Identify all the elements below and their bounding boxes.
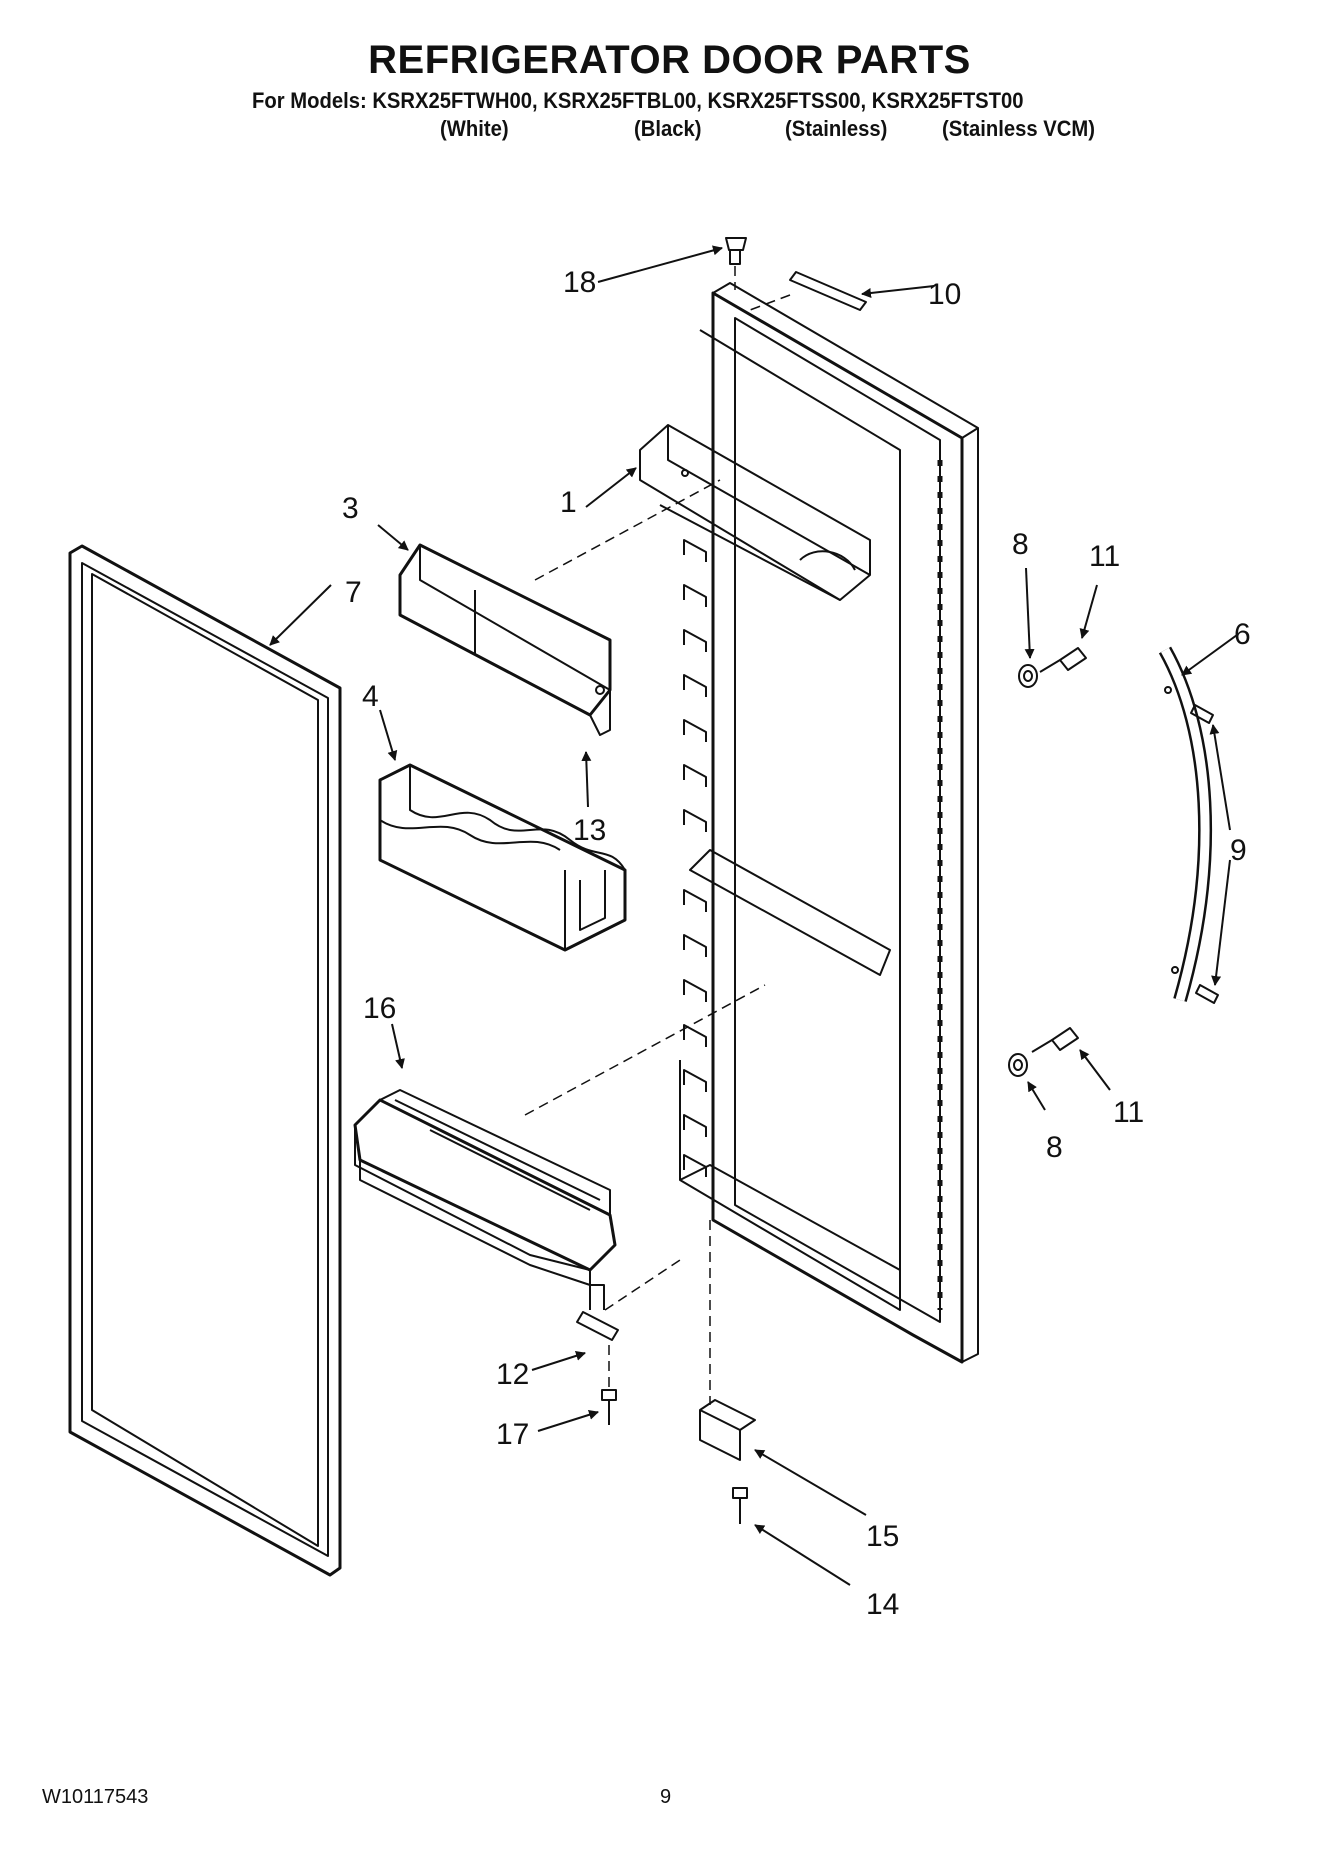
callout-8-top: 8 (1012, 528, 1029, 561)
callout-10: 10 (928, 278, 961, 311)
callout-17: 17 (496, 1418, 529, 1451)
document-number: W10117543 (42, 1786, 149, 1808)
callout-8-bottom: 8 (1046, 1131, 1063, 1164)
door-handle-part (1158, 646, 1212, 1002)
finish-stainless-vcm: (Stainless VCM) (942, 116, 1095, 141)
hinge-bracket-part (699, 1399, 756, 1461)
page-number: 9 (660, 1786, 672, 1808)
finish-stainless: (Stainless) (785, 116, 888, 141)
hinge-plug-part (725, 237, 747, 265)
bottle-rack-part (378, 763, 627, 952)
callout-16: 16 (363, 992, 396, 1025)
callout-4: 4 (362, 680, 379, 713)
handle-stud-parts (1190, 704, 1219, 1004)
dispenser-cover-part (398, 543, 612, 736)
door-gasket-part (68, 544, 342, 1577)
callout-18: 18 (563, 266, 596, 299)
callout-6: 6 (1234, 618, 1251, 651)
callout-11-bottom: 11 (1113, 1096, 1144, 1129)
hinge-pin-part (576, 1284, 619, 1341)
spacer-parts (1008, 664, 1038, 1077)
door-liner-part (639, 282, 979, 1364)
page-title: REFRIGERATOR DOOR PARTS (368, 38, 971, 82)
trim-plate-part (789, 271, 867, 311)
handle-screw-parts (1031, 647, 1087, 1053)
models-line: For Models: KSRX25FTWH00, KSRX25FTBL00, … (252, 88, 1024, 113)
finish-white: (White) (440, 116, 509, 141)
callout-11-top: 11 (1089, 540, 1120, 573)
callout-15: 15 (866, 1520, 899, 1553)
finish-black: (Black) (634, 116, 702, 141)
leader-arrows (269, 245, 1238, 1586)
callout-14: 14 (866, 1588, 899, 1621)
callout-7: 7 (345, 576, 362, 609)
door-bin-part (353, 1089, 617, 1286)
callout-1: 1 (560, 486, 577, 519)
hinge-screw-part (601, 1389, 617, 1425)
bracket-screw-part (732, 1487, 748, 1524)
alignment-lines (524, 266, 791, 1405)
callout-9: 9 (1230, 834, 1247, 867)
callout-13: 13 (573, 814, 606, 847)
callout-3: 3 (342, 492, 359, 525)
callout-12: 12 (496, 1358, 529, 1391)
